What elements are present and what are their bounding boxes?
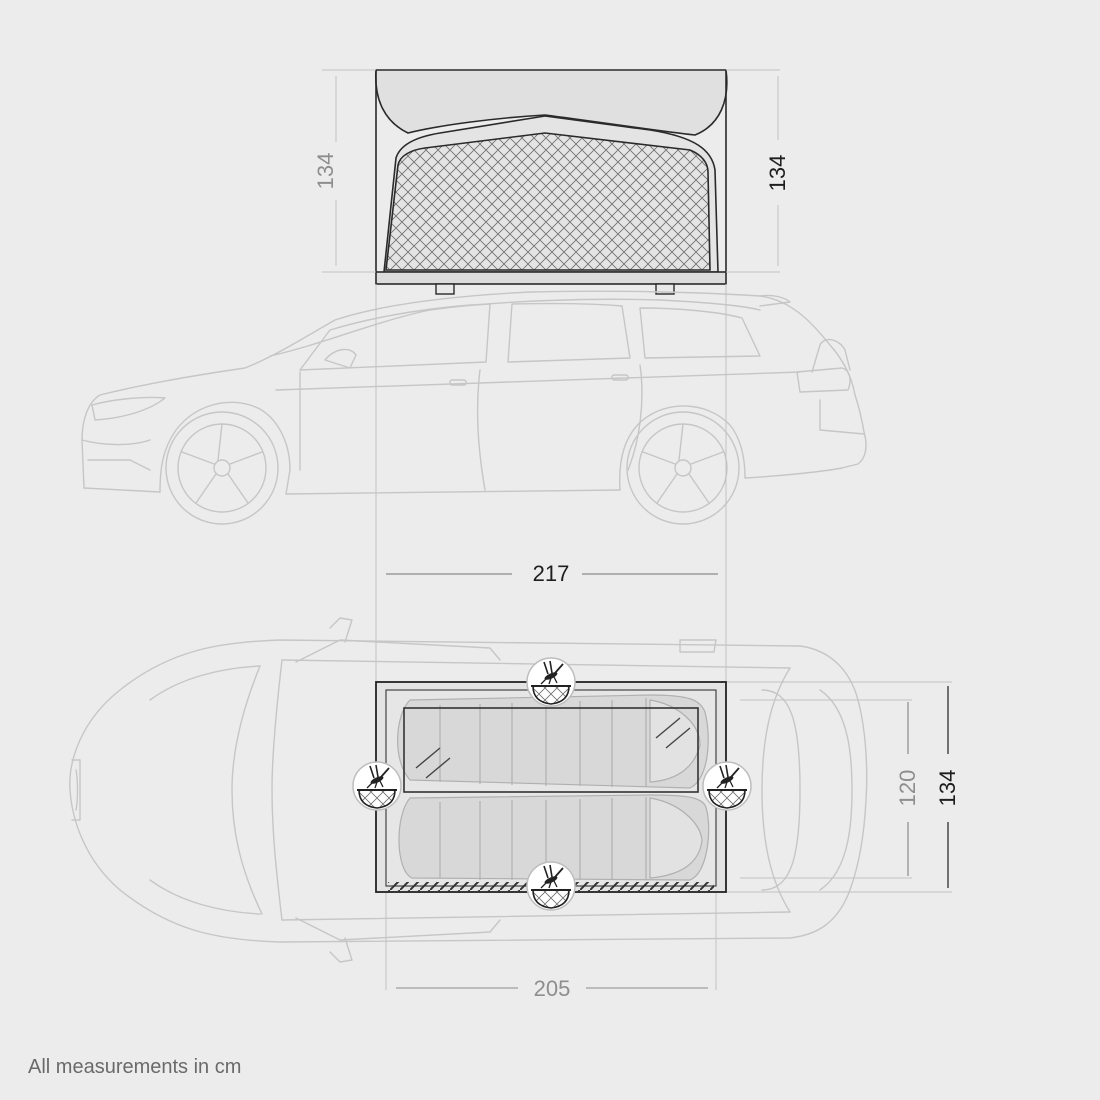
- mosquito-net-icon: [352, 761, 402, 811]
- open-length-label: 217: [532, 561, 570, 586]
- side-view-tent: [375, 69, 728, 295]
- side-view-car: [81, 290, 867, 525]
- side-height-label-left: 134: [313, 152, 338, 190]
- top-view-car: [69, 617, 868, 963]
- floor-length-label: 205: [533, 976, 571, 1001]
- mosquito-net-icon: [702, 761, 752, 811]
- top-view-tent: [375, 681, 727, 893]
- mosquito-net-icon: [526, 861, 576, 911]
- floor-width-label: 120: [895, 769, 920, 807]
- side-height-dimension-lines: [322, 69, 780, 273]
- mattress-outline: [403, 707, 699, 793]
- mosquito-net-icon: [526, 657, 576, 707]
- measurement-unit-note: All measurements in cm: [28, 1056, 242, 1078]
- width-dimension-lines: [726, 681, 952, 893]
- sleeping-bag-top: [397, 694, 709, 789]
- extension-lines: [375, 284, 727, 990]
- side-height-label-right: 134: [765, 154, 790, 192]
- sleeping-bag-bottom: [398, 794, 710, 881]
- total-width-label: 134: [935, 769, 960, 807]
